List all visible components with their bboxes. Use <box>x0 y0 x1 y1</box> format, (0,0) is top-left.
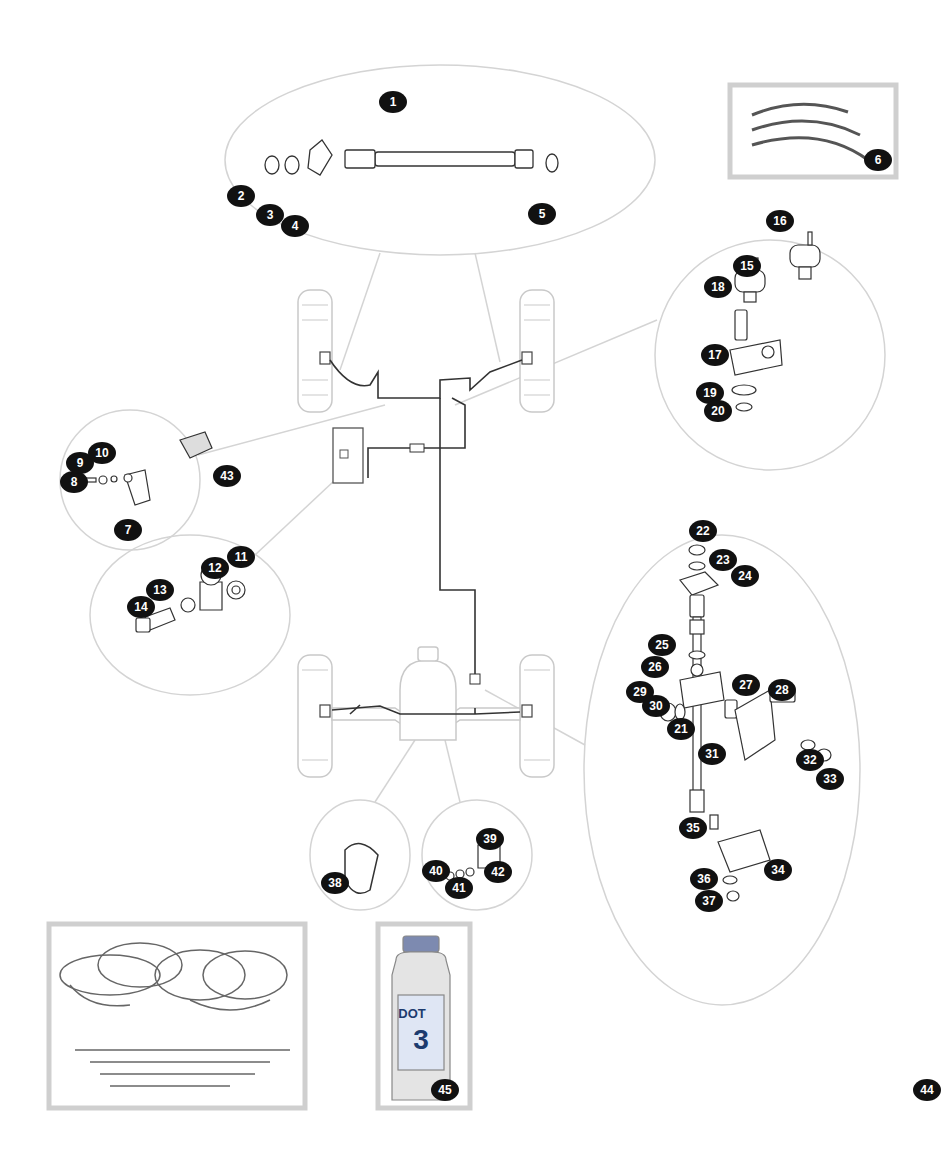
callout-number: 37 <box>695 890 723 912</box>
callout-number: 21 <box>667 718 695 740</box>
bottle-label: DOT <box>398 1006 425 1021</box>
callout-number: 25 <box>648 634 676 656</box>
callout-number: 35 <box>679 817 707 839</box>
callout-number: 38 <box>321 872 349 894</box>
callout-number: 23 <box>709 549 737 571</box>
callout-number: 22 <box>689 520 717 542</box>
callout-number: 6 <box>864 149 892 171</box>
callout-number: 31 <box>698 743 726 765</box>
callout-number: 15 <box>733 255 761 277</box>
callout-number: 40 <box>422 860 450 882</box>
callout-number: 33 <box>816 768 844 790</box>
callout-number: 13 <box>146 579 174 601</box>
callout-number: 7 <box>114 519 142 541</box>
callout-number: 34 <box>764 859 792 881</box>
callout-number: 43 <box>213 465 241 487</box>
callout-number: 18 <box>704 276 732 298</box>
callout-number: 3 <box>256 204 284 226</box>
callout-number: 44 <box>913 1079 941 1101</box>
callout-number: 36 <box>690 868 718 890</box>
callout-number: 1 <box>379 91 407 113</box>
callout-number: 45 <box>431 1079 459 1101</box>
callout-number: 12 <box>201 557 229 579</box>
callout-number: 4 <box>281 215 309 237</box>
callout-number: 17 <box>701 344 729 366</box>
callout-number: 32 <box>796 749 824 771</box>
callout-number: 11 <box>227 546 255 568</box>
callout-number: 42 <box>484 861 512 883</box>
callout-number: 26 <box>641 656 669 678</box>
callout-number: 2 <box>227 185 255 207</box>
callout-number: 8 <box>60 471 88 493</box>
callout-number: 10 <box>88 442 116 464</box>
callout-number: 14 <box>127 596 155 618</box>
callout-number: 41 <box>445 877 473 899</box>
callout-number: 16 <box>766 210 794 232</box>
callout-number: 39 <box>476 828 504 850</box>
callout-number: 28 <box>768 679 796 701</box>
bottle-label: 3 <box>413 1024 429 1056</box>
callout-number: 24 <box>731 565 759 587</box>
callout-number: 30 <box>642 695 670 717</box>
callout-number: 5 <box>528 203 556 225</box>
callout-number: 20 <box>704 400 732 422</box>
callout-number: 27 <box>732 674 760 696</box>
